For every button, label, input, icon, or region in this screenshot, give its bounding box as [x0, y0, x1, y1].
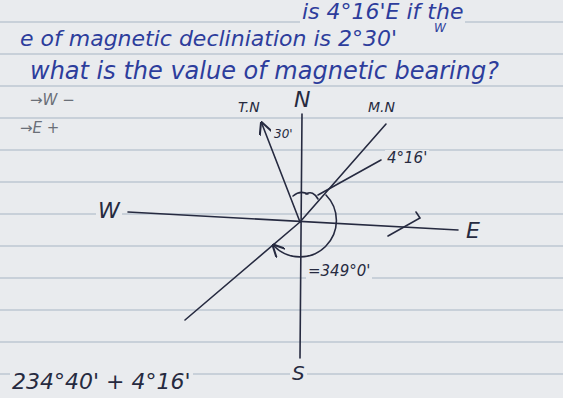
- direction-label: M.N: [366, 100, 397, 115]
- ruled-lines: [0, 22, 563, 374]
- direction-label: W: [96, 199, 122, 223]
- working-text: 234°40' + 4°16': [10, 370, 193, 394]
- bearing-line: [185, 222, 300, 320]
- sign-note: →E +: [18, 120, 61, 137]
- compass-lines: [128, 114, 458, 358]
- direction-label: E: [464, 219, 482, 243]
- angle-label: =349°0': [306, 263, 372, 280]
- magnetic-north-line: [300, 124, 386, 222]
- angle-arc: [306, 193, 318, 199]
- north-south-line: [300, 114, 302, 358]
- true-north-line: [262, 124, 300, 222]
- superscript-note: W: [432, 22, 448, 35]
- bearing-arc: [274, 195, 336, 257]
- direction-label: S: [290, 362, 307, 384]
- question-text: is 4°16'E if the: [300, 0, 465, 24]
- angle-label: 30': [272, 128, 295, 141]
- direction-label: N: [292, 88, 312, 112]
- question-text: what is the value of magnetic bearing?: [28, 58, 501, 84]
- leader-line: [318, 160, 381, 195]
- direction-label: T.N: [236, 100, 262, 115]
- bracket-mark: [388, 212, 420, 236]
- sign-note: →W −: [28, 92, 77, 109]
- angle-label: 4°16': [385, 150, 429, 167]
- question-text: e of magnetic decliniation is 2°30': [18, 27, 399, 51]
